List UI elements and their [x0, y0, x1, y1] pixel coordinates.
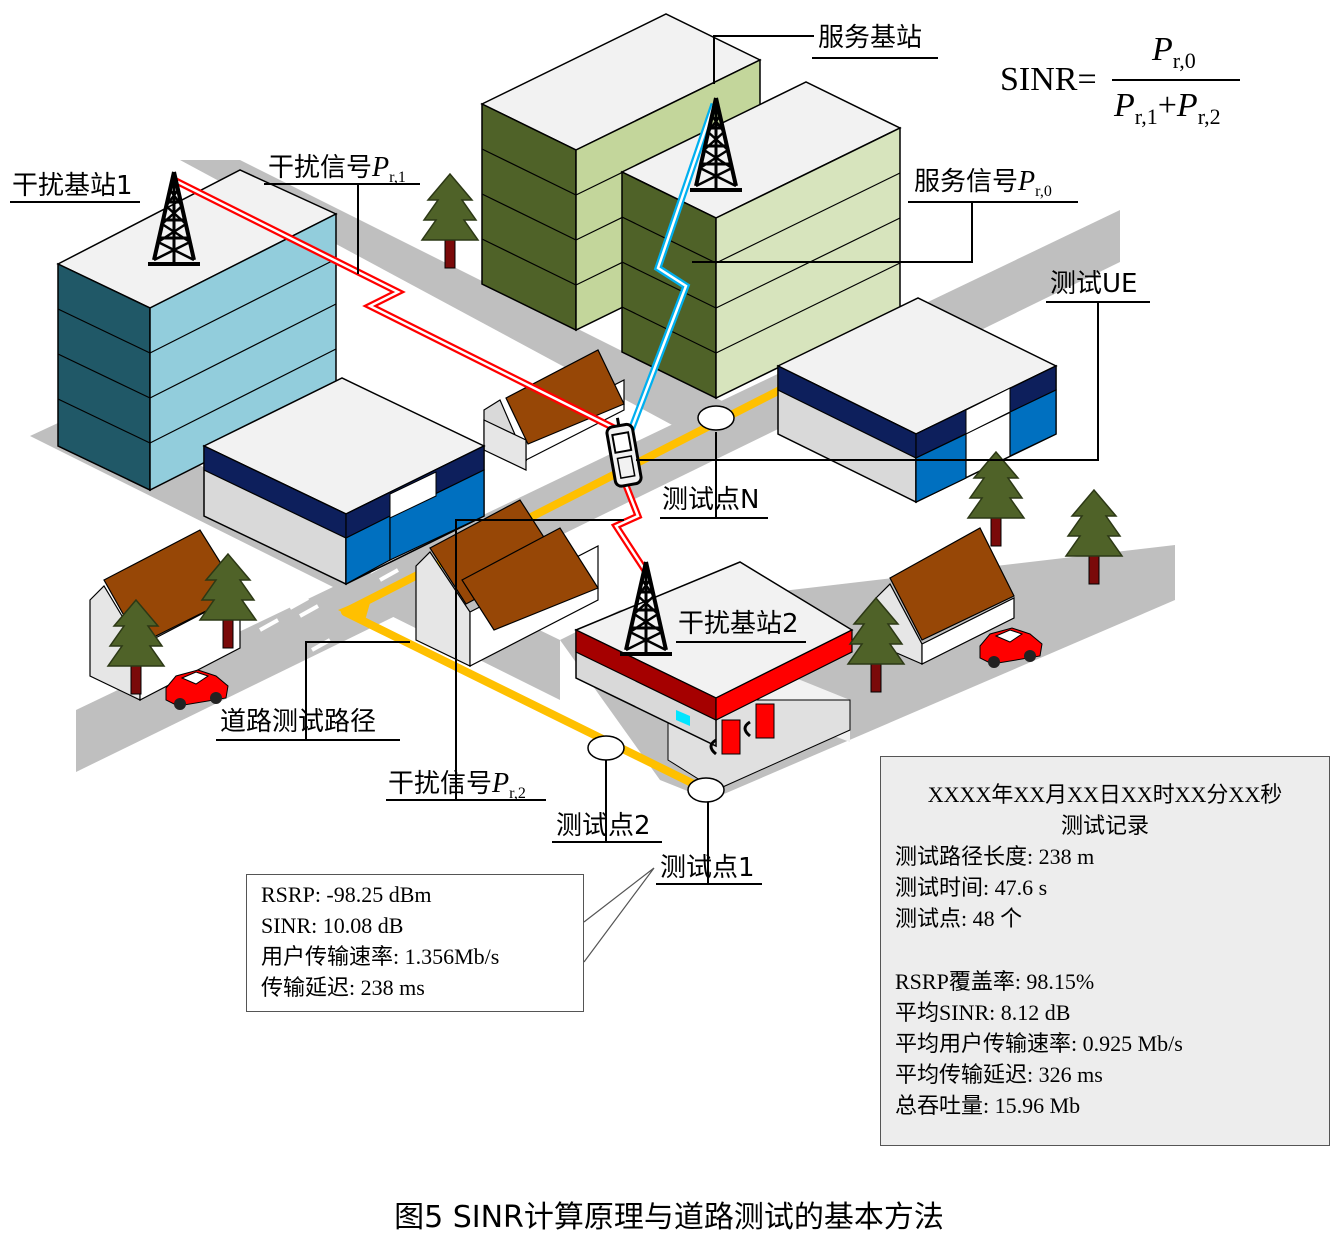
summary-throughput: 总吞吐量: 15.96 Mb [895, 1093, 1081, 1118]
serving-bs-label: 服务基站 [818, 23, 922, 53]
house-center [415, 499, 599, 667]
leader-lines [10, 35, 1150, 885]
pt1-sinr: SINR: 10.08 dB [261, 913, 404, 938]
test-point-n-marker [697, 405, 735, 431]
figure-caption: 图5 SINR计算原理与道路测试的基本方法 [394, 1200, 944, 1235]
point1-callout-pointer [583, 867, 655, 963]
house-right [875, 527, 1015, 665]
pt1-rsrp: RSRP: -98.25 dBm [261, 882, 432, 907]
interference-signal-1 [172, 176, 620, 434]
test-ue-label: 测试UE [1050, 269, 1137, 299]
test-point-1-label: 测试点1 [660, 853, 755, 883]
pt1-delay: 传输延迟: 238 ms [261, 975, 425, 1000]
test-point-1-marker [687, 777, 725, 803]
test-point-n-label: 测试点N [662, 485, 759, 515]
sinr-formula: SINR= Pr,0 Pr,1+Pr,2 [1000, 31, 1240, 129]
formula-denominator: Pr,1+Pr,2 [1113, 87, 1221, 129]
serving-signal [624, 102, 718, 440]
summary-test-points: 测试点: 48 个 [895, 906, 1023, 931]
interference-signal-1-label: 干扰信号Pr,1 [268, 152, 406, 186]
test-point-2-marker [587, 735, 625, 761]
test-record-summary-box: XXXX年XX月XX日XX时XX分XX秒 测试记录 测试路径长度: 238 m … [880, 756, 1330, 1146]
interference-signal-2 [610, 468, 649, 574]
summary-avg-sinr: 平均SINR: 8.12 dB [895, 1000, 1071, 1025]
path-arrowhead [338, 596, 372, 624]
house-top [483, 349, 625, 471]
summary-avg-rate: 平均用户传输速率: 0.925 Mb/s [895, 1031, 1183, 1056]
road-test-path-label: 道路测试路径 [220, 707, 376, 737]
summary-avg-delay: 平均传输延迟: 326 ms [895, 1062, 1103, 1087]
tree-back [421, 173, 479, 269]
gas-station [574, 561, 854, 791]
interference-bs1-label: 干扰基站1 [12, 171, 133, 201]
store-left [202, 377, 486, 586]
interference-bs2-label: 干扰基站2 [678, 609, 799, 639]
test-ue-phone-icon [605, 417, 643, 488]
teal-building [56, 169, 338, 492]
formula-numerator: Pr,0 [1151, 31, 1196, 73]
summary-timestamp: XXXX年XX月XX日XX时XX分XX秒 [927, 782, 1283, 807]
test-point-2-label: 测试点2 [556, 811, 651, 841]
summary-title: 测试记录 [1060, 813, 1149, 838]
summary-path-length: 测试路径长度: 238 m [895, 844, 1095, 869]
pt1-rate: 用户传输速率: 1.356Mb/s [261, 944, 500, 969]
serving-signal-label: 服务信号Pr,0 [914, 166, 1052, 200]
store-right [776, 297, 1058, 504]
test-point-1-data-box: RSRP: -98.25 dBm SINR: 10.08 dB 用户传输速率: … [246, 874, 584, 1012]
interference-signal-2-label: 干扰信号Pr,2 [388, 768, 526, 802]
summary-rsrp-coverage: RSRP覆盖率: 98.15% [895, 969, 1095, 994]
summary-test-time: 测试时间: 47.6 s [895, 875, 1048, 900]
sinr-lhs: SINR= [1000, 61, 1097, 98]
